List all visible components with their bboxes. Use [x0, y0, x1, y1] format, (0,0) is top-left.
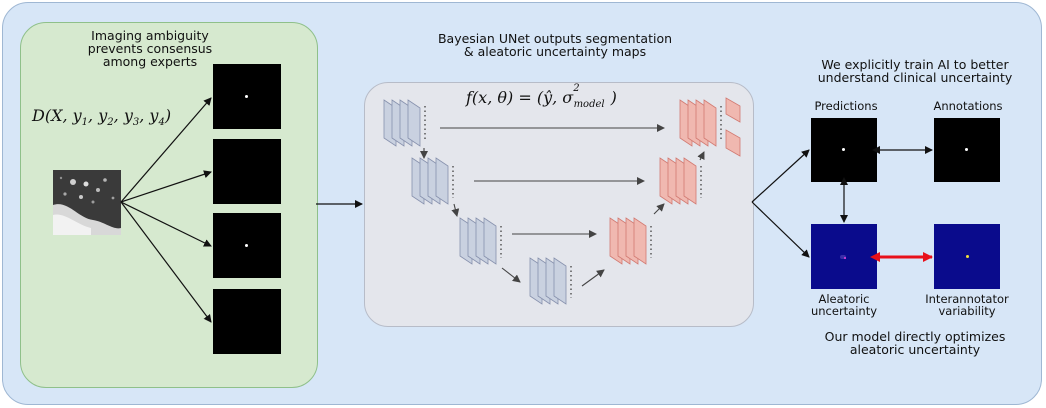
interannotator-label-line-1: Interannotator: [925, 292, 1009, 306]
decoder-level-1: [679, 99, 717, 147]
middle-caption-line-2: & aleatoric uncertainty maps: [463, 44, 647, 59]
left-caption-line-3: among experts: [102, 54, 198, 69]
bottleneck-block: [529, 257, 567, 305]
left-caption-line-2: prevents consensus: [87, 41, 213, 56]
channel-dots: [424, 106, 722, 298]
aleatoric-label-line-2: uncertainty: [810, 304, 878, 318]
ct-scan-image: [53, 170, 121, 235]
encoder-level-2: [411, 157, 449, 205]
prediction-mask: [811, 118, 877, 182]
interannotator-label: Interannotator variability: [918, 293, 1016, 317]
aleatoric-uncertainty-map: [811, 224, 877, 289]
expert-mask-4: [213, 289, 281, 354]
ct-scan-thumbnail: [53, 170, 121, 235]
right-bottom-caption: Our model directly optimizes aleatoric u…: [800, 330, 1030, 356]
right-bottom-caption-line-2: aleatoric uncertainty: [849, 342, 981, 357]
output-heads: [725, 97, 741, 157]
decoder-level-3: [609, 217, 647, 265]
dataset-formula: D(X, y1, y2, y3, y4): [32, 106, 172, 129]
upsample-1: [581, 269, 605, 287]
annotation-mask: [934, 118, 1000, 182]
unet-output-arrows: [751, 149, 810, 258]
expert-mask-3: [213, 213, 281, 278]
lesion-dot: [965, 148, 968, 151]
lesion-dot: [842, 148, 845, 151]
expert-fanout-arrows: [120, 97, 212, 323]
uncertainty-peak: [844, 257, 846, 259]
left-caption-line-1: Imaging ambiguity: [91, 28, 209, 43]
variability-spot: [966, 255, 969, 258]
downsample-2: [451, 203, 460, 217]
encoder-level-1: [383, 99, 421, 147]
right-bottom-caption-line-1: Our model directly optimizes: [824, 329, 1006, 344]
upsample-3: [697, 151, 705, 161]
decoder-level-2: [659, 157, 697, 205]
unet-decoder-blocks: [609, 97, 741, 265]
unet-encoder-blocks: [383, 99, 567, 305]
annotations-label: Annotations: [933, 99, 1003, 113]
middle-caption-line-1: Bayesian UNet outputs segmentation: [437, 31, 673, 46]
lesion-dot: [245, 95, 248, 98]
expert-mask-2: [213, 139, 281, 204]
interannotator-variability-map: [934, 224, 1000, 289]
unet-internal-arrows: [420, 124, 705, 287]
interannotator-label-line-2: variability: [938, 304, 996, 318]
left-caption: Imaging ambiguity prevents consensus amo…: [70, 29, 230, 68]
middle-caption: Bayesian UNet outputs segmentation & ale…: [420, 32, 690, 58]
aleatoric-label: Aleatoric uncertainty: [795, 293, 893, 317]
right-top-caption: We explicitly train AI to better underst…: [800, 58, 1030, 84]
upsample-2: [653, 203, 665, 215]
encoder-level-3: [459, 217, 497, 265]
right-top-caption-line-1: We explicitly train AI to better: [821, 57, 1009, 72]
lesion-dot: [245, 244, 248, 247]
uncertainty-spot: [840, 255, 846, 259]
aleatoric-label-line-1: Aleatoric: [818, 292, 870, 306]
downsample-3: [501, 267, 521, 283]
predictions-label: Predictions: [814, 99, 878, 113]
right-top-caption-line-2: understand clinical uncertainty: [817, 70, 1013, 85]
model-formula: f(x, θ) = (ŷ, σ2model): [466, 82, 617, 111]
expert-mask-1: [213, 64, 281, 129]
